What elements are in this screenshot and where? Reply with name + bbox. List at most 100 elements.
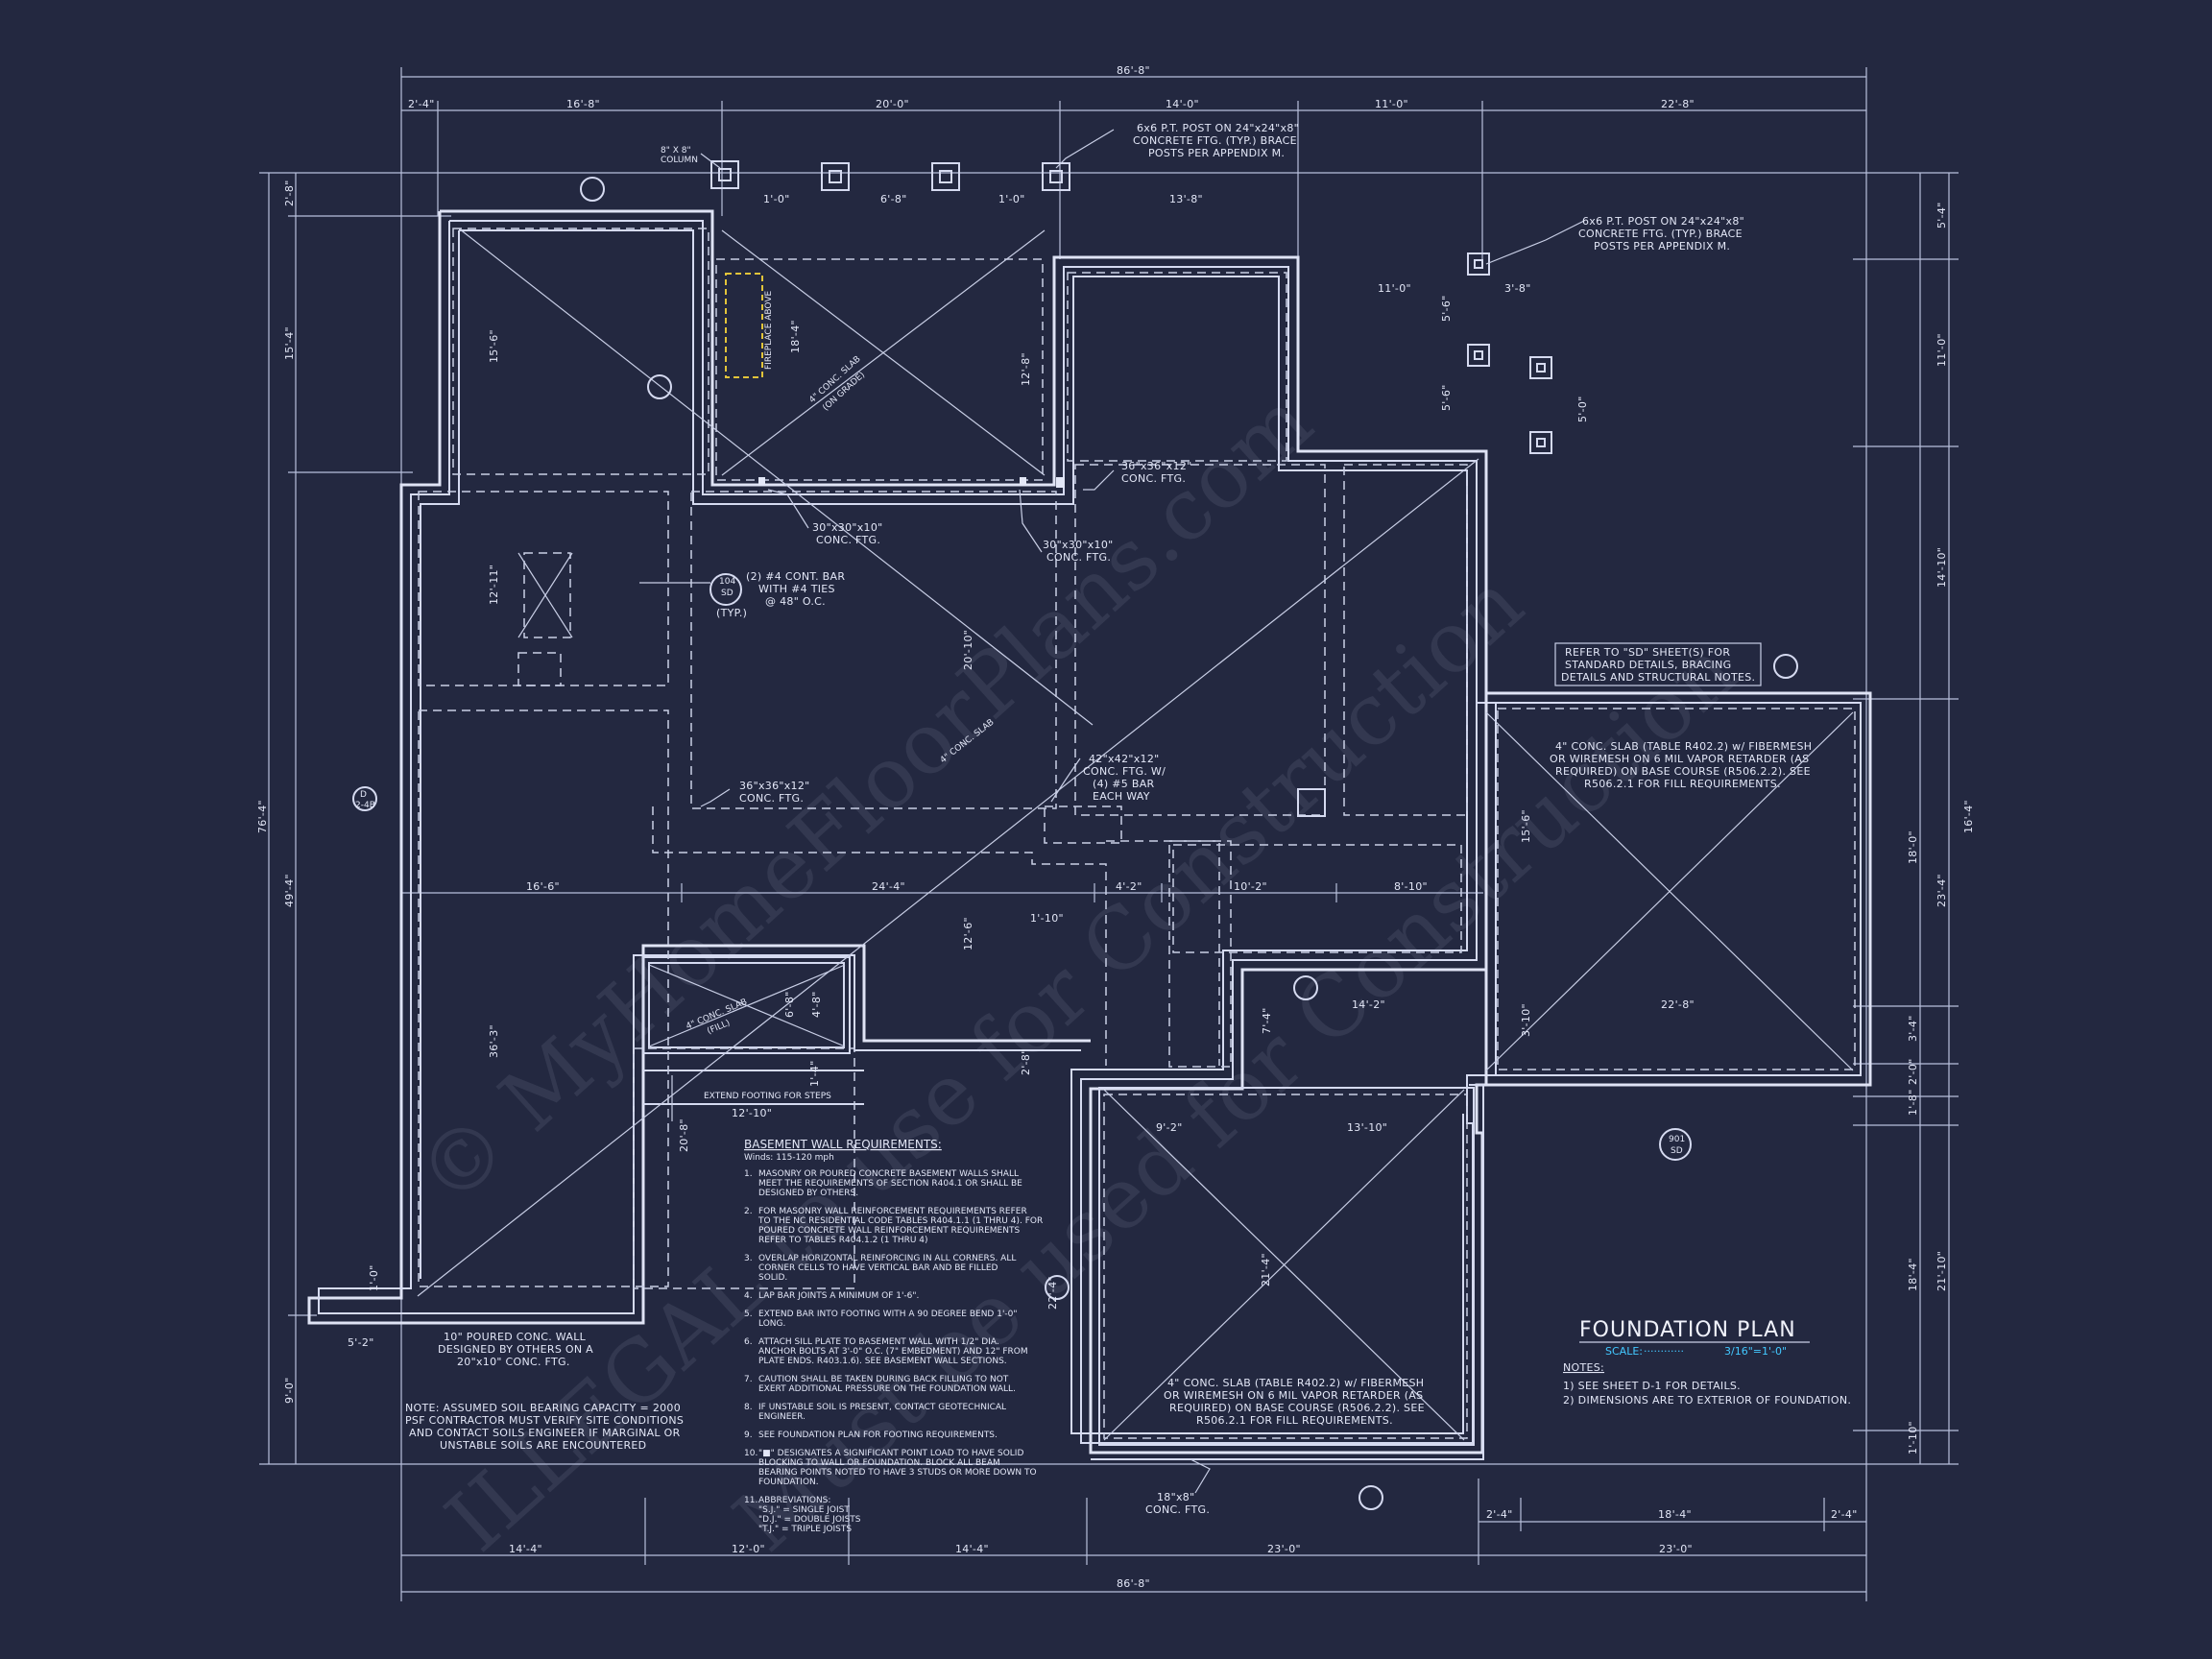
extend-footing-label: EXTEND FOOTING FOR STEPS (704, 1092, 831, 1101)
post-note-right-2: CONCRETE FTG. (TYP.) BRACE (1578, 228, 1743, 240)
dim-inner-21: 2'-8" (1020, 1048, 1032, 1075)
dim-mid-4: 8'-10" (1394, 880, 1428, 893)
foundation-walls (307, 209, 1872, 1460)
dim-inner-0: 1'-0" (763, 193, 790, 205)
dim-right-5: 23'-4" (1936, 874, 1948, 907)
poured-wall-3: 20"x10" CONC. FTG. (457, 1356, 570, 1368)
dim-inner-22: 22'-4" (1046, 1276, 1059, 1310)
dim-inner-25: 14'-2" (1352, 998, 1385, 1011)
dim-inner-12: 12'-11" (488, 565, 500, 605)
dim-inner-17: 6'-8" (783, 991, 796, 1018)
bwr-item-line: ENGINEER. (758, 1412, 805, 1422)
dim-right-2: 14'-10" (1936, 547, 1948, 588)
dim-mid-1: 24'-4" (872, 880, 905, 893)
column-note-2: COLUMN (661, 156, 698, 165)
note-2: 2) DIMENSIONS ARE TO EXTERIOR OF FOUNDAT… (1563, 1394, 1851, 1407)
refer-sd-2: STANDARD DETAILS, BRACING (1565, 659, 1731, 671)
title-block: FOUNDATION PLAN SCALE: ············ 3/16… (1563, 1318, 1851, 1407)
column-note-1: 8" X 8" (661, 146, 691, 156)
bwr-item-line: TO THE NC RESIDENTIAL CODE TABLES R404.1… (757, 1216, 1043, 1226)
dim-mid-2: 4'-2" (1116, 880, 1142, 893)
ftg-42-1: 42"x42"x12" (1089, 753, 1160, 765)
detail-104-sheet: SD (721, 589, 733, 598)
dim-inner-31: 1'-0" (368, 1264, 380, 1291)
dim-inner-7: 5'-6" (1440, 384, 1453, 411)
slab-garage-1: 4" CONC. SLAB (TABLE R402.2) w/ FIBERMES… (1167, 1377, 1424, 1389)
bwr-item-line: ANCHOR BOLTS AT 3'-0" O.C. (7" EMBEDMENT… (758, 1347, 1028, 1357)
dim-bottom-right-2: 2'-4" (1831, 1508, 1858, 1521)
dim-inner-2: 1'-0" (998, 193, 1025, 205)
dim-overall-top: 86'-8" (1117, 64, 1150, 77)
bwr-item-line: BLOCKING TO WALL OR FOUNDATION. BLOCK AL… (758, 1458, 1000, 1468)
ftg-18-2: CONC. FTG. (1145, 1503, 1210, 1516)
dim-inner-20: 20'-8" (678, 1118, 690, 1152)
dim-inner-11: 12'-8" (1020, 352, 1032, 386)
dim-left-2: 49'-4" (283, 874, 296, 907)
dim-inner-15: 36'-3" (488, 1024, 500, 1058)
ftg-30a-2: CONC. FTG. (816, 534, 880, 546)
post-note-top-2: CONCRETE FTG. (TYP.) BRACE (1133, 134, 1297, 147)
fireplace-outline (725, 273, 763, 378)
dim-top-4: 11'-0" (1375, 98, 1408, 110)
bwr-item-number: 6. (744, 1337, 753, 1347)
bwr-item-number: 8. (744, 1403, 753, 1412)
poured-wall-2: DESIGNED BY OTHERS ON A (438, 1343, 593, 1356)
notes-heading: NOTES: (1563, 1361, 1604, 1374)
dim-right-11: 1'-10" (1907, 1421, 1919, 1455)
basement-wall-requirements: BASEMENT WALL REQUIREMENTS: Winds: 115-1… (744, 1138, 1043, 1534)
dim-right-1: 11'-0" (1936, 333, 1948, 367)
section-tag-number: 2-4B (355, 801, 375, 810)
slab-garage-4: R506.2.1 FOR FILL REQUIREMENTS. (1196, 1414, 1393, 1427)
dim-inner-26: 22'-8" (1661, 998, 1695, 1011)
scale-value: 3/16"=1'-0" (1724, 1345, 1787, 1358)
bwr-item-line: PLATE ENDS. R403.1.6). SEE BASEMENT WALL… (758, 1357, 1007, 1366)
dim-top-5: 22'-8" (1661, 98, 1695, 110)
dim-inner-8: 5'-0" (1576, 396, 1589, 422)
callouts: 6x6 P.T. POST ON 24"x24"x8" CONCRETE FTG… (405, 122, 1812, 1516)
bwr-item-number: 9. (744, 1431, 753, 1440)
refer-sd-box (1554, 642, 1762, 686)
fireplace-label: FIREPLACE ABOVE (764, 290, 774, 370)
slab-right-1: 4" CONC. SLAB (TABLE R402.2) w/ FIBERMES… (1555, 740, 1812, 753)
bar-note-2: WITH #4 TIES (758, 583, 835, 595)
dim-inner-28: 3'-10" (1520, 1003, 1532, 1037)
bwr-item-line: DESIGNED BY OTHERS. (758, 1189, 858, 1198)
bwr-item-line: FOR MASONRY WALL REINFORCEMENT REQUIREME… (758, 1207, 1027, 1216)
bwr-item-line: FOUNDATION. (758, 1478, 819, 1487)
dim-inner-13: 20'-10" (962, 630, 974, 670)
section-tag-letter: D (360, 790, 367, 800)
bwr-heading: BASEMENT WALL REQUIREMENTS: (744, 1138, 942, 1151)
dim-inner-6: 5'-6" (1440, 295, 1453, 322)
soil-note-3: AND CONTACT SOILS ENGINEER IF MARGINAL O… (409, 1427, 681, 1439)
ftg-42-2: CONC. FTG. W/ (1083, 765, 1166, 778)
ftg-42-3: (4) #5 BAR (1093, 778, 1155, 790)
dim-right-3: 16'-4" (1962, 800, 1975, 833)
soil-note-4: UNSTABLE SOILS ARE ENCOUNTERED (440, 1439, 646, 1452)
bwr-item-line: CORNER CELLS TO HAVE VERTICAL BAR AND BE… (758, 1263, 998, 1273)
bwr-item-line: IF UNSTABLE SOIL IS PRESENT, CONTACT GEO… (758, 1403, 1006, 1412)
refer-sd-1: REFER TO "SD" SHEET(S) FOR (1565, 646, 1730, 659)
note-1: 1) SEE SHEET D-1 FOR DETAILS. (1563, 1380, 1741, 1392)
dim-inner-1: 6'-8" (880, 193, 907, 205)
slab-x-marks (417, 228, 1854, 1441)
dim-inner-29: 15'-6" (1520, 809, 1532, 843)
post-note-right-1: 6x6 P.T. POST ON 24"x24"x8" (1582, 215, 1744, 228)
ftg-42-4: EACH WAY (1093, 790, 1150, 803)
bwr-item-line: "S.J." = SINGLE JOIST (758, 1505, 850, 1515)
footing-dashed-lines (418, 228, 1856, 1439)
bwr-item-number: 1. (744, 1169, 753, 1179)
scale-label: SCALE: (1605, 1345, 1643, 1358)
dim-right-8: 1'-8" (1907, 1089, 1919, 1116)
soil-note-2: PSF CONTRACTOR MUST VERIFY SITE CONDITIO… (405, 1414, 684, 1427)
ftg-36-top-1: 36"x36"x12" (1121, 460, 1192, 472)
dim-right-10: 21'-10" (1936, 1251, 1948, 1291)
section-markers: D 2-4B (352, 177, 1798, 1510)
dim-inner-3: 13'-8" (1169, 193, 1203, 205)
ftg-30b-2: CONC. FTG. (1046, 551, 1111, 564)
dim-right-7: 2'-0" (1907, 1058, 1919, 1085)
dim-inner-10: 18'-4" (789, 320, 802, 353)
svg-text:············: ············ (1644, 1345, 1684, 1358)
dim-inner-23: 9'-2" (1156, 1121, 1183, 1134)
bwr-subheading: Winds: 115-120 mph (744, 1153, 834, 1163)
